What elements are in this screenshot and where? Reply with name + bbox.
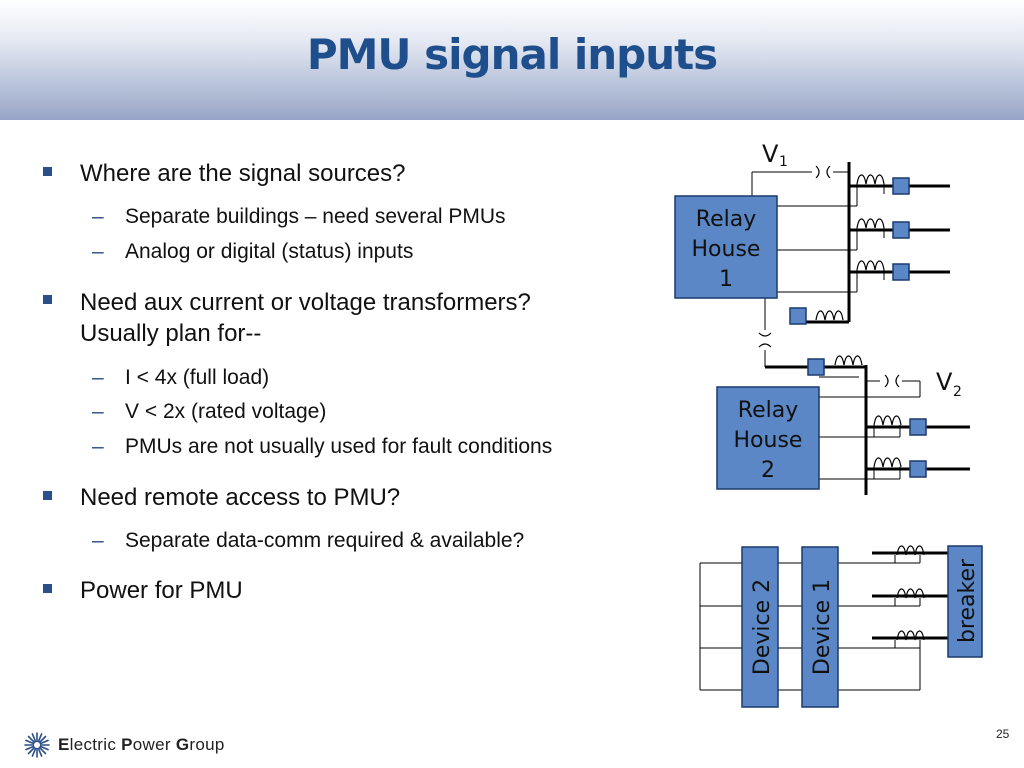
v1-subscript: 1 xyxy=(779,154,788,170)
relay-house-1-box xyxy=(674,195,778,299)
ct-coil-icon xyxy=(856,218,885,229)
bullet-marker xyxy=(43,584,52,593)
breaker-square-icon xyxy=(909,418,927,436)
bullet-power: Power for PMU xyxy=(80,577,243,604)
v2-label: V xyxy=(936,368,953,396)
sub-bullet-buildings: Separate buildings – need several PMUs xyxy=(125,205,506,228)
slide-title: PMU signal inputs xyxy=(306,30,718,79)
relay-house-2-line1: Relay xyxy=(738,398,798,423)
v1-label: V xyxy=(762,140,779,168)
bullet-aux-transformers: Need aux current or voltage transformers… xyxy=(80,289,531,316)
ct-coil-icon xyxy=(873,457,902,468)
relay-house-2-line2: House xyxy=(734,428,803,453)
sub-bullet-datacomm: Separate data-comm required & available? xyxy=(125,529,525,552)
dash-marker: – xyxy=(92,435,104,458)
relay-house-1-line3: 1 xyxy=(719,267,733,292)
device-2-box xyxy=(741,546,779,708)
page-number: 25 xyxy=(996,727,1010,741)
dash-marker: – xyxy=(92,240,104,263)
bullet-marker xyxy=(43,491,52,500)
bullet-marker xyxy=(43,167,52,176)
ct-coil-icon xyxy=(856,260,885,271)
starburst-logo-icon xyxy=(24,732,50,758)
breaker-square-icon xyxy=(892,177,910,195)
breaker-square-icon xyxy=(892,221,910,239)
bullet-list: Where are the signal sources? – Separate… xyxy=(43,160,553,604)
dash-marker: – xyxy=(92,400,104,423)
dash-marker: – xyxy=(92,205,104,228)
ct-coil-icon xyxy=(856,174,885,185)
vt-coil-icon xyxy=(826,165,831,179)
v2-subscript: 2 xyxy=(953,384,962,400)
ct-coil-icon xyxy=(834,355,863,366)
relay-house-2-line3: 2 xyxy=(761,458,775,483)
breaker-square-icon xyxy=(807,358,825,376)
vt-coil-icon xyxy=(758,343,772,348)
breaker-square-icon xyxy=(892,263,910,281)
relay-house-2-box xyxy=(716,386,820,490)
company-logo-text: Electric Power Group xyxy=(58,735,225,754)
bullet-signal-sources: Where are the signal sources? xyxy=(80,160,406,187)
device-1-box xyxy=(801,546,839,708)
bullet-marker xyxy=(43,295,52,304)
sub-bullet-inputs: Analog or digital (status) inputs xyxy=(125,240,414,263)
sub-bullet-current: I < 4x (full load) xyxy=(125,366,270,389)
breaker-square-icon xyxy=(909,460,927,478)
breaker-box xyxy=(947,545,983,658)
sub-bullet-fault: PMUs are not usually used for fault cond… xyxy=(125,435,553,458)
ct-coil-icon xyxy=(896,545,925,556)
ct-coil-icon xyxy=(896,588,925,599)
relay-house-1-line1: Relay xyxy=(696,207,756,232)
ct-coil-icon xyxy=(815,310,844,321)
ct-coil-icon xyxy=(896,630,925,641)
device-1-label: Device 1 xyxy=(810,579,835,675)
vt-coil-icon xyxy=(884,374,889,388)
title-banner xyxy=(0,0,1024,120)
dash-marker: – xyxy=(92,366,104,389)
bullet-remote-access: Need remote access to PMU? xyxy=(80,484,401,511)
vt-coil-icon xyxy=(815,165,820,179)
dash-marker: – xyxy=(92,529,104,552)
sub-bullet-voltage: V < 2x (rated voltage) xyxy=(125,400,327,423)
breaker-square-icon xyxy=(789,307,807,325)
vt-coil-icon xyxy=(758,332,772,337)
device-2-label: Device 2 xyxy=(750,579,775,675)
relay-house-1-line2: House xyxy=(692,237,761,262)
vt-coil-icon xyxy=(895,374,900,388)
ct-coil-icon xyxy=(873,415,902,426)
breaker-label: breaker xyxy=(955,558,980,643)
bullet-plan-for: Usually plan for-- xyxy=(80,320,262,347)
